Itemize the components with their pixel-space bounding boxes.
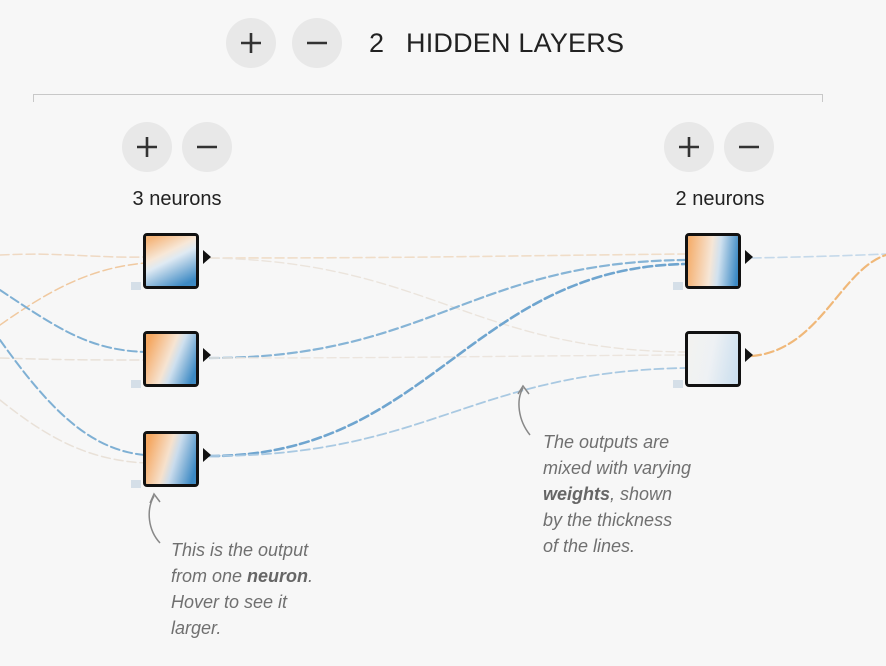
bias-indicator [673, 282, 683, 290]
neuron-l2-n1[interactable] [685, 233, 741, 289]
minus-icon [197, 145, 217, 149]
bias-indicator [131, 380, 141, 388]
hidden-layer-count: 2 [369, 28, 385, 58]
neuron-annotation: This is the output from one neuron. Hove… [171, 540, 314, 638]
arrow-icon [203, 448, 211, 462]
layer1-neuron-count: 3 neurons [132, 188, 222, 210]
layer1-remove-neuron-button[interactable] [182, 122, 232, 172]
bias-indicator [131, 480, 141, 488]
link [209, 367, 686, 457]
neuron-heatmap [688, 334, 738, 384]
neuron-heatmap [146, 236, 196, 286]
neuron-l1-n2[interactable] [143, 331, 199, 387]
neuron-l2-n2[interactable] [685, 331, 741, 387]
link [750, 253, 886, 358]
minus-icon [307, 41, 327, 45]
arrow-icon [203, 250, 211, 264]
link [208, 258, 687, 360]
layers-bracket [33, 94, 823, 102]
link [209, 253, 686, 259]
neuron-heatmap [146, 434, 196, 484]
link [0, 289, 146, 353]
link [209, 257, 686, 353]
layer2-neuron-count: 2 neurons [675, 188, 765, 210]
link [0, 399, 146, 464]
layer2-remove-neuron-button[interactable] [724, 122, 774, 172]
link [0, 339, 146, 456]
link [0, 262, 146, 326]
remove-layer-button[interactable] [292, 18, 342, 68]
arrow-icon [745, 250, 753, 264]
minus-icon [739, 145, 759, 149]
plus-icon [137, 137, 157, 157]
plus-icon [241, 33, 261, 53]
add-layer-button[interactable] [226, 18, 276, 68]
bias-indicator [673, 380, 683, 388]
neuron-heatmap [688, 236, 738, 286]
weights-annotation: The outputs are mixed with varying weigh… [543, 432, 692, 556]
arrow-icon [745, 348, 753, 362]
neuron-l1-n3[interactable] [143, 431, 199, 487]
plus-icon [679, 137, 699, 157]
link [0, 357, 146, 361]
hidden-layers-title: HIDDEN LAYERS [406, 28, 625, 58]
neuron-l1-n1[interactable] [143, 233, 199, 289]
link [209, 354, 686, 359]
link [208, 262, 687, 458]
layer2-add-neuron-button[interactable] [664, 122, 714, 172]
link [751, 253, 886, 259]
neuron-heatmap [146, 334, 196, 384]
link [0, 253, 146, 258]
arrow-icon [203, 348, 211, 362]
bias-indicator [131, 282, 141, 290]
layer1-add-neuron-button[interactable] [122, 122, 172, 172]
